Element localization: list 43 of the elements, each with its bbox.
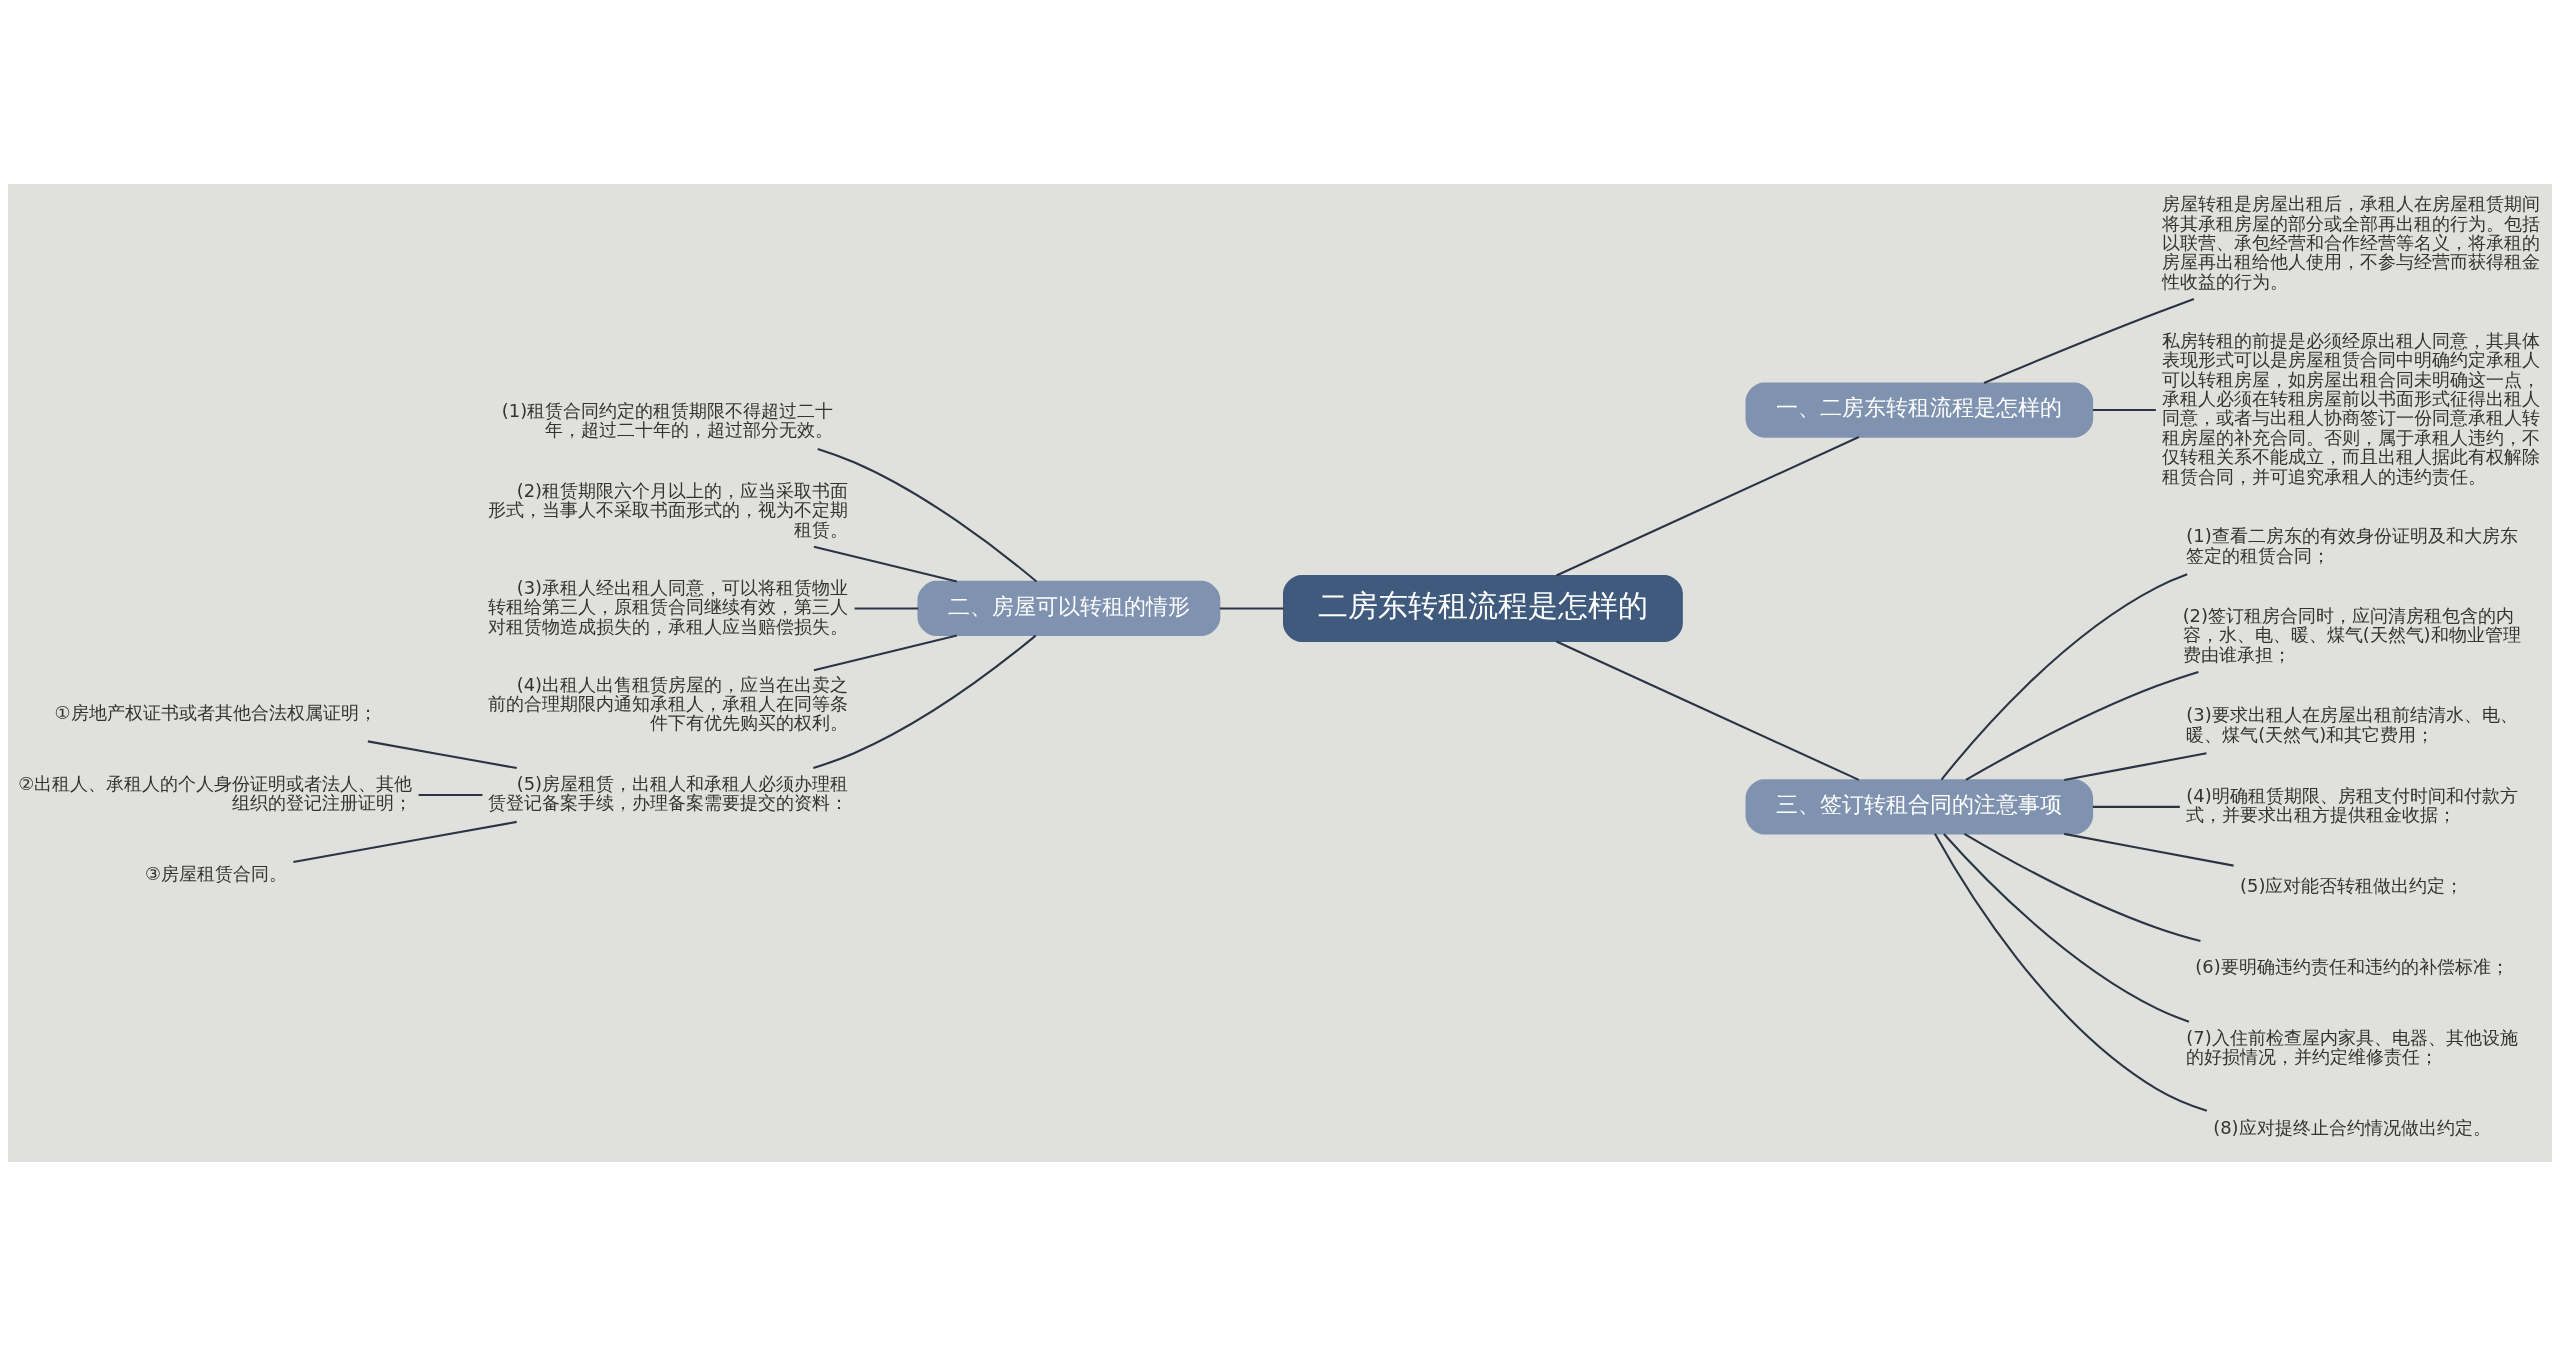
connector <box>1219 606 1284 609</box>
connector <box>813 545 958 582</box>
node-text: (5)房屋租赁，出租人和承租人必须办理租赁登记备案手续，办理备案需要提交的资料： <box>488 772 849 813</box>
node-text: 房屋转租是房屋出租后，承租人在房屋租赁期间将其承租房屋的部分或全部再出租的行为。包括以联营、承包经营和合作经营等名义，将承租的房屋再出租给他人使用，不参与经营而获得租金性收益的行为。 <box>2162 192 2541 292</box>
connector <box>418 793 483 796</box>
node-box: 三、签订转租合同的注意事项 <box>1745 778 2094 834</box>
connector <box>2064 751 2207 781</box>
connector <box>1983 297 2195 384</box>
connector <box>817 447 1038 582</box>
node-text: (7)入住前检查屋内家具、电器、其他设施的好损情况，并约定维修责任； <box>2186 1026 2518 1067</box>
node-text: (2)签订租房合同时，应问清房租包含的内容，水、电、暖、煤气(天然气)和物业管理费由谁承担； <box>2182 604 2521 665</box>
node-text: (1)租赁合同约定的租赁期限不得超过二十年，超过二十年的，超过部分无效。 <box>501 399 834 440</box>
node-text: (4)出租人出售租赁房屋的，应当在出卖之前的合理期限内通知承租人，承租人在同等条件下有优先购买的权利。 <box>488 673 849 733</box>
connector <box>367 739 517 769</box>
node-text: ③房屋租赁合同。 <box>145 862 288 884</box>
connector <box>2092 408 2156 411</box>
connector <box>1556 435 1860 576</box>
node-text: (8)应对提终止合约情况做出约定。 <box>2213 1116 2491 1138</box>
node-text: (2)租赁期限六个月以上的，应当采取书面形式，当事人不采取书面形式的，视为不定期租赁。 <box>488 479 849 540</box>
node-text: ①房地产权证书或者其他合法权属证明； <box>54 701 377 723</box>
connector <box>1940 572 2188 780</box>
connector <box>813 634 1037 769</box>
node-text: (5)应对能否转租做出约定； <box>2240 874 2464 896</box>
node-box: 二房东转租流程是怎样的 <box>1283 574 1683 642</box>
connector <box>2092 805 2180 808</box>
node-text: (6)要明确违约责任和违约的补偿标准； <box>2195 955 2509 977</box>
connector <box>293 820 517 863</box>
node-text: (1)查看二房东的有效身份证明及和大房东签定的租赁合同； <box>2186 524 2518 566</box>
connector <box>854 606 919 609</box>
node-box: 二、房屋可以转租的情形 <box>917 580 1221 636</box>
connector <box>1934 832 2208 1112</box>
node-text: (4)明确租赁期限、房租支付时间和付款方式，并要求出租方提供租金收据； <box>2186 784 2518 825</box>
connector <box>1943 832 2190 1023</box>
node-box: 一、二房东转租流程是怎样的 <box>1745 381 2094 438</box>
connector <box>2064 832 2234 867</box>
node-text: 私房转租的前提是必须经原出租人同意，其具体表现形式可以是房屋租赁合同中明确约定承租人可以转租房屋，如房屋出租合同未明确这一点，承租人必须在转租房屋前以书面形式征得出租人同意，或者与出租人协商签订一份同意承租人转租房屋的补充合同。否则，属于承租人违约，不仅转租关系不能成立，而且出租人据此有权解除租赁合同，并可追究承租人的违约责任。 <box>2162 329 2541 487</box>
node-text: (3)要求出租人在房屋出租前结清水、电、暖、煤气(天然气)和其它费用； <box>2186 703 2518 745</box>
connector <box>1963 832 2201 942</box>
connector <box>813 633 958 671</box>
connector <box>1556 640 1860 781</box>
connector <box>1965 670 2199 781</box>
node-text: ②出租人、承租人的个人身份证明或者法人、其他组织的登记注册证明； <box>18 772 413 813</box>
node-text: (3)承租人经出租人同意，可以将租赁物业转租给第三人，原租赁合同继续有效，第三人对租赁物造成损失的，承租人应当赔偿损失。 <box>488 576 849 636</box>
